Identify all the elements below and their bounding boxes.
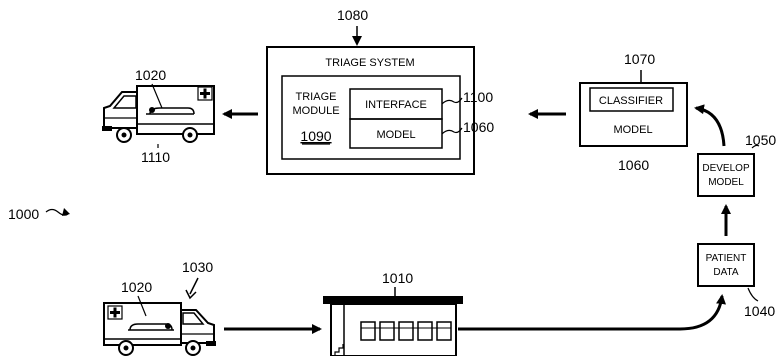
interface-ref: 1100 bbox=[463, 89, 493, 105]
classifier-label: CLASSIFIER bbox=[599, 95, 663, 107]
figure-label-arrowhead bbox=[62, 208, 70, 216]
top-patient-ref: 1020 bbox=[135, 67, 166, 83]
top-ambulance-icon bbox=[102, 85, 215, 143]
triage-system-title: TRIAGE SYSTEM bbox=[325, 57, 414, 69]
patient-data-line2: DATA bbox=[713, 267, 739, 278]
classifier-ref: 1070 bbox=[624, 51, 655, 67]
hospital-icon bbox=[323, 296, 463, 356]
bottom-patient-ref: 1020 bbox=[121, 279, 152, 295]
develop-to-classifier-arrow bbox=[694, 104, 726, 147]
develop-model-line2: MODEL bbox=[708, 177, 744, 188]
triage-module-line1: TRIAGE bbox=[296, 91, 337, 103]
model-ref-leader bbox=[441, 127, 463, 135]
triage-module-line2: MODULE bbox=[292, 105, 339, 117]
interface-label: INTERFACE bbox=[365, 99, 427, 111]
classifier-model-ref: 1060 bbox=[618, 157, 649, 173]
hospital-to-patient-data-arrow bbox=[458, 294, 726, 331]
patient-data-ref-leader bbox=[747, 287, 759, 302]
bottom-group-ref-arrow bbox=[185, 277, 199, 300]
top-patient-ref-leader bbox=[151, 83, 163, 109]
develop-model-box bbox=[697, 153, 755, 197]
develop-model-ref-leader bbox=[751, 144, 760, 149]
bottom-patient-ref-leader bbox=[137, 295, 147, 317]
hospital-ref: 1010 bbox=[382, 270, 413, 286]
classifier-inner-box bbox=[589, 87, 674, 112]
triage-module-box bbox=[281, 75, 461, 160]
classifier-model-label: MODEL bbox=[613, 124, 652, 136]
patient-data-box bbox=[697, 243, 755, 287]
develop-model-line1: DEVELOP bbox=[702, 163, 750, 174]
develop-model-ref: 1050 bbox=[745, 132, 776, 148]
triage-system-box bbox=[266, 46, 475, 175]
model-ref: 1060 bbox=[463, 119, 494, 135]
interface-ref-leader bbox=[441, 97, 463, 105]
bottom-group-ref: 1030 bbox=[182, 259, 213, 275]
model-label: MODEL bbox=[376, 129, 415, 141]
classifier-model-box bbox=[579, 82, 688, 147]
bottom-ambulance-icon bbox=[103, 302, 216, 356]
triage-system-ref: 1080 bbox=[337, 7, 368, 23]
patient-data-line1: PATIENT bbox=[706, 253, 747, 264]
figure-number-label: 1000 bbox=[8, 206, 39, 222]
patient-data-ref: 1040 bbox=[744, 303, 775, 319]
triage-module-ref: 1090 bbox=[300, 128, 331, 144]
top-ambulance-ref: 1110 bbox=[141, 149, 170, 165]
